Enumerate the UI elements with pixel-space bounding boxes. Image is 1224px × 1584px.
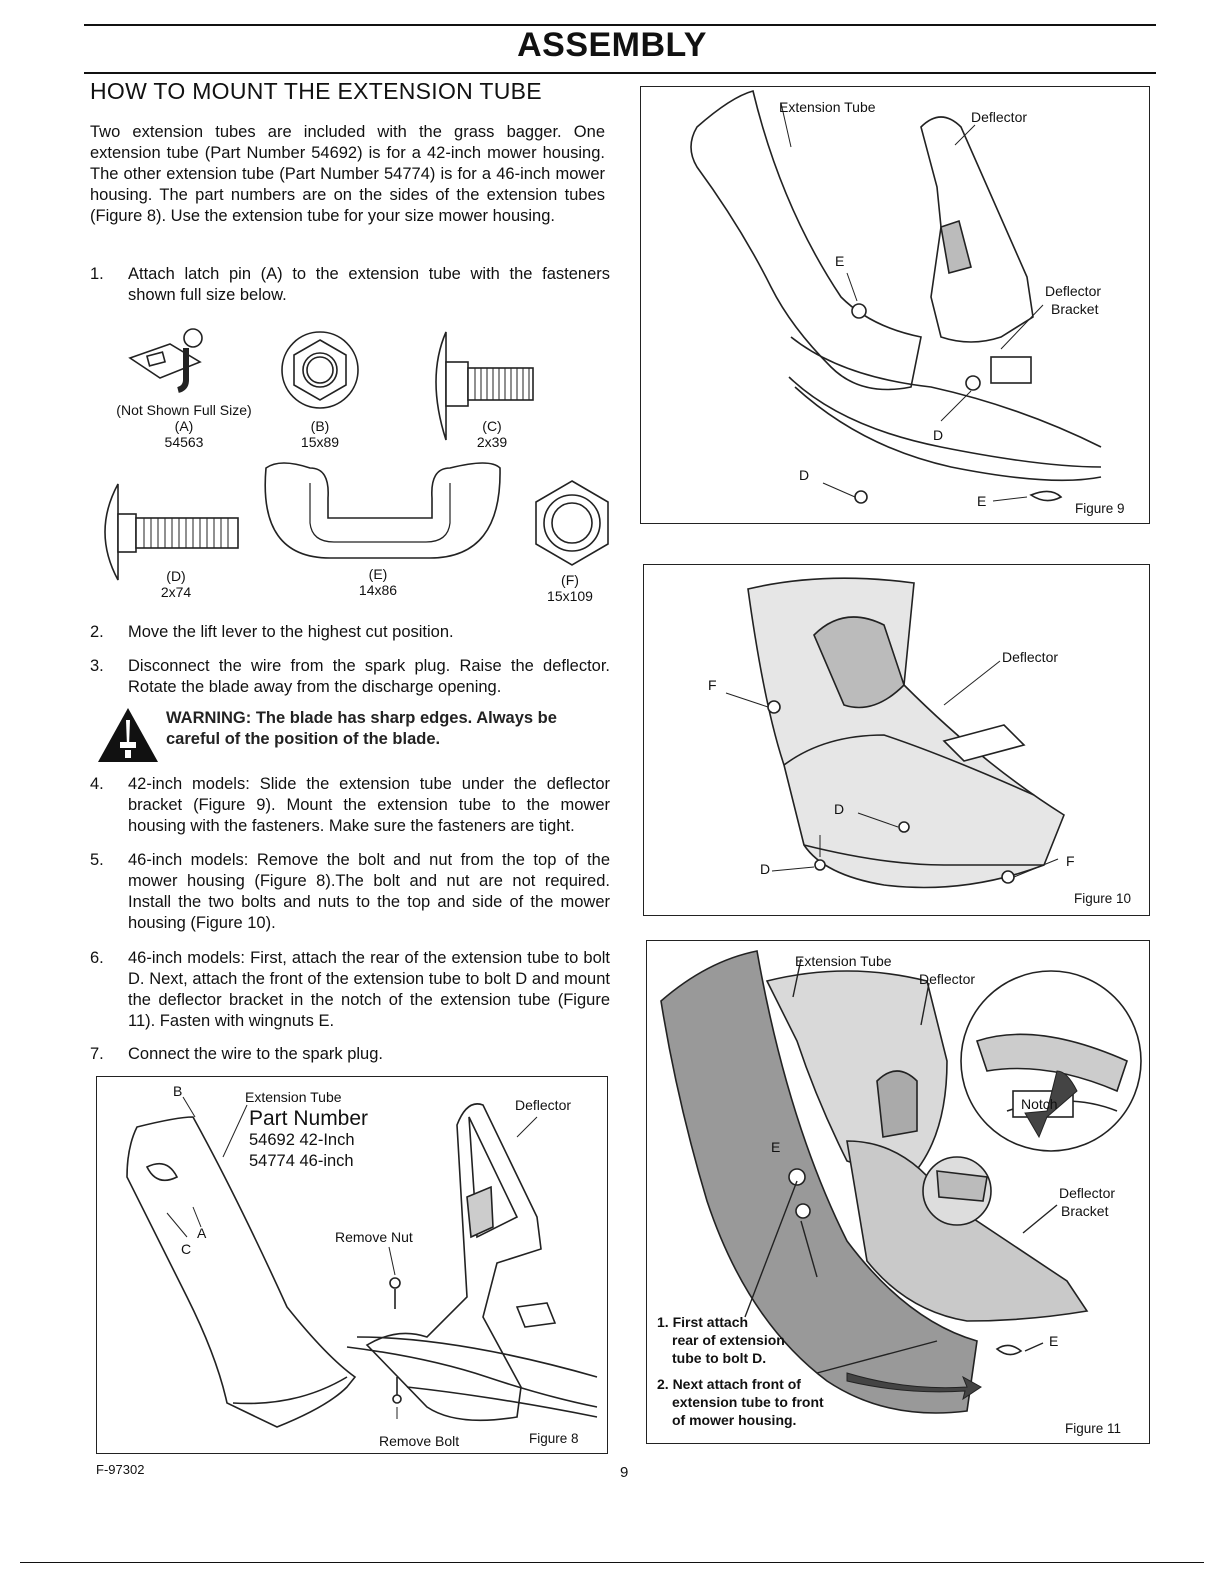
document-code: F-97302 <box>96 1462 145 1477</box>
section-heading: HOW TO MOUNT THE EXTENSION TUBE <box>90 78 542 104</box>
page-number: 9 <box>620 1464 629 1481</box>
part-f-label: (F) 15x109 <box>547 572 593 604</box>
figure-11-note-2: 2. Next attach front of extension tube t… <box>657 1376 824 1428</box>
figure-10-drawing <box>725 577 1065 889</box>
nut-b-icon <box>281 331 359 409</box>
figure-11-note-1: 1. First attach rear of extension tube t… <box>657 1314 785 1366</box>
figure-8-label-a: A <box>197 1225 207 1241</box>
step-number: 1. <box>90 265 104 283</box>
figure-11-caption: Figure 11 <box>1065 1421 1122 1436</box>
figure-9-bracket-1: Deflector <box>1045 283 1102 299</box>
figure-11-bracket-1: Deflector <box>1059 1185 1116 1201</box>
figure-9-caption: Figure 9 <box>1075 501 1125 516</box>
figure-10-label-d1: D <box>834 801 845 817</box>
part-a-label: (Not Shown Full Size) (A) 54563 <box>116 402 252 450</box>
bolt-d-icon <box>104 483 239 581</box>
heading-rule <box>84 72 1156 74</box>
figure-10: Deflector F D D F Figure 10 <box>643 564 1150 916</box>
figure-10-label-f2: F <box>1066 853 1075 869</box>
page-title: ASSEMBLY <box>517 26 707 64</box>
figure-8: B Extension Tube Part Number 54692 42-In… <box>96 1076 608 1454</box>
part-d-label: (D) 2x74 <box>160 568 192 600</box>
figure-11-label-e1: E <box>771 1139 781 1155</box>
figure-11-deflector: Deflector <box>919 971 976 987</box>
part-e-label: (E) 14x86 <box>358 566 398 598</box>
part-b-label: (B) 15x89 <box>300 418 340 450</box>
figure-8-drawing <box>126 1096 598 1428</box>
warning-text: WARNING: The blade has sharp edges. Alwa… <box>166 709 557 748</box>
figure-9-label-e1: E <box>835 253 845 269</box>
figure-10-caption: Figure 10 <box>1074 891 1132 906</box>
figure-10-deflector: Deflector <box>1002 649 1059 665</box>
nut-f-icon <box>535 480 609 566</box>
figure-9-label-e2: E <box>977 493 987 509</box>
top-rule <box>84 24 1156 26</box>
figure-11-ext-tube: Extension Tube <box>795 953 892 969</box>
fastener-parts: (Not Shown Full Size) (A) 54563 (B) 15x8… <box>90 318 615 608</box>
figure-11-notch: Notch <box>1021 1096 1058 1112</box>
part-c-label: (C) 2x39 <box>476 418 508 450</box>
figure-8-pn-42: 54692 42-Inch <box>249 1131 355 1149</box>
figure-10-label-d2: D <box>760 861 771 877</box>
warning-box: WARNING: The blade has sharp edges. Alwa… <box>96 706 606 762</box>
warning-icon <box>98 708 158 762</box>
figure-8-remove-nut: Remove Nut <box>335 1229 413 1245</box>
step-text: Attach latch pin (A) to the extension tu… <box>128 265 610 304</box>
figure-9-ext-tube: Extension Tube <box>779 99 876 115</box>
figure-8-pn-46: 54774 46-inch <box>249 1152 354 1170</box>
figure-8-caption: Figure 8 <box>529 1431 579 1446</box>
figure-8-remove-bolt: Remove Bolt <box>379 1433 460 1449</box>
figure-9-drawing <box>690 90 1102 504</box>
latch-pin-icon <box>128 328 203 393</box>
figure-8-label-b: B <box>173 1083 183 1099</box>
fasteners-drawing <box>104 328 609 581</box>
wingnut-e-icon <box>264 462 501 559</box>
figure-10-label-f1: F <box>708 677 717 693</box>
figure-8-part-number: Part Number <box>249 1107 369 1130</box>
figure-11-bracket-2: Bracket <box>1061 1203 1109 1219</box>
figure-8-ext-tube: Extension Tube <box>245 1089 342 1105</box>
figure-9: Extension Tube Deflector Deflector Brack… <box>640 86 1150 524</box>
figure-9-label-d2: D <box>799 467 810 483</box>
intro-paragraph: Two extension tubes are included with th… <box>90 123 605 225</box>
figure-11-label-e2: E <box>1049 1333 1059 1349</box>
figure-9-label-d1: D <box>933 427 944 443</box>
figure-8-label-c: C <box>181 1241 192 1257</box>
bolt-c-icon <box>435 331 534 441</box>
figure-11: Extension Tube Deflector Notch Deflector… <box>646 940 1150 1444</box>
bottom-rule <box>20 1562 1204 1563</box>
figure-9-deflector: Deflector <box>971 109 1028 125</box>
figure-11-drawing <box>660 950 1142 1414</box>
figure-8-deflector: Deflector <box>515 1097 572 1113</box>
figure-9-bracket-2: Bracket <box>1051 301 1099 317</box>
